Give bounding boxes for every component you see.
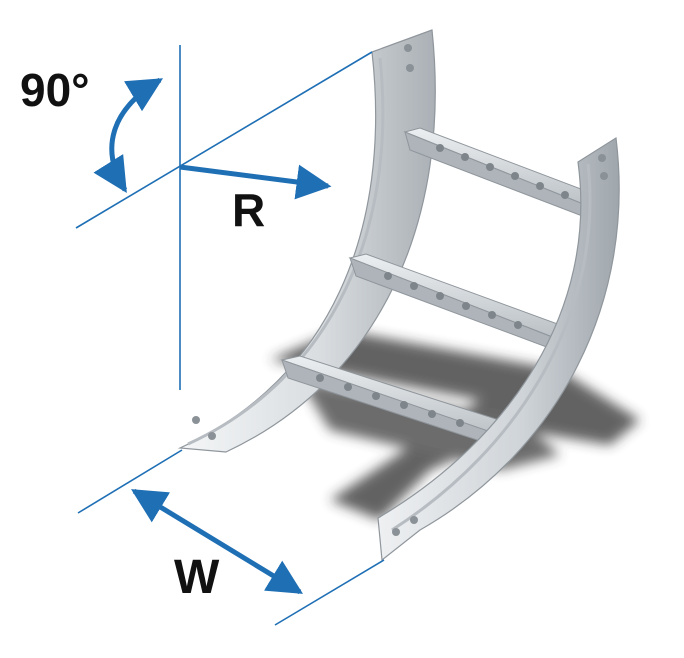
radius-label: R	[232, 184, 265, 236]
rung-2	[348, 253, 576, 353]
dimension-lines	[75, 45, 385, 626]
width-label: W	[174, 551, 220, 604]
angle-arrow	[93, 77, 164, 193]
diagonal-reference-line	[75, 51, 373, 229]
angle-label: 90°	[20, 64, 90, 116]
width-extension-line-left	[77, 449, 183, 514]
rung-1	[403, 127, 611, 223]
width-arrow	[131, 488, 303, 595]
rungs	[280, 127, 611, 453]
radius-arrow	[179, 164, 332, 200]
width-extension-line-right	[274, 559, 385, 626]
outer-side-rail	[377, 136, 620, 562]
